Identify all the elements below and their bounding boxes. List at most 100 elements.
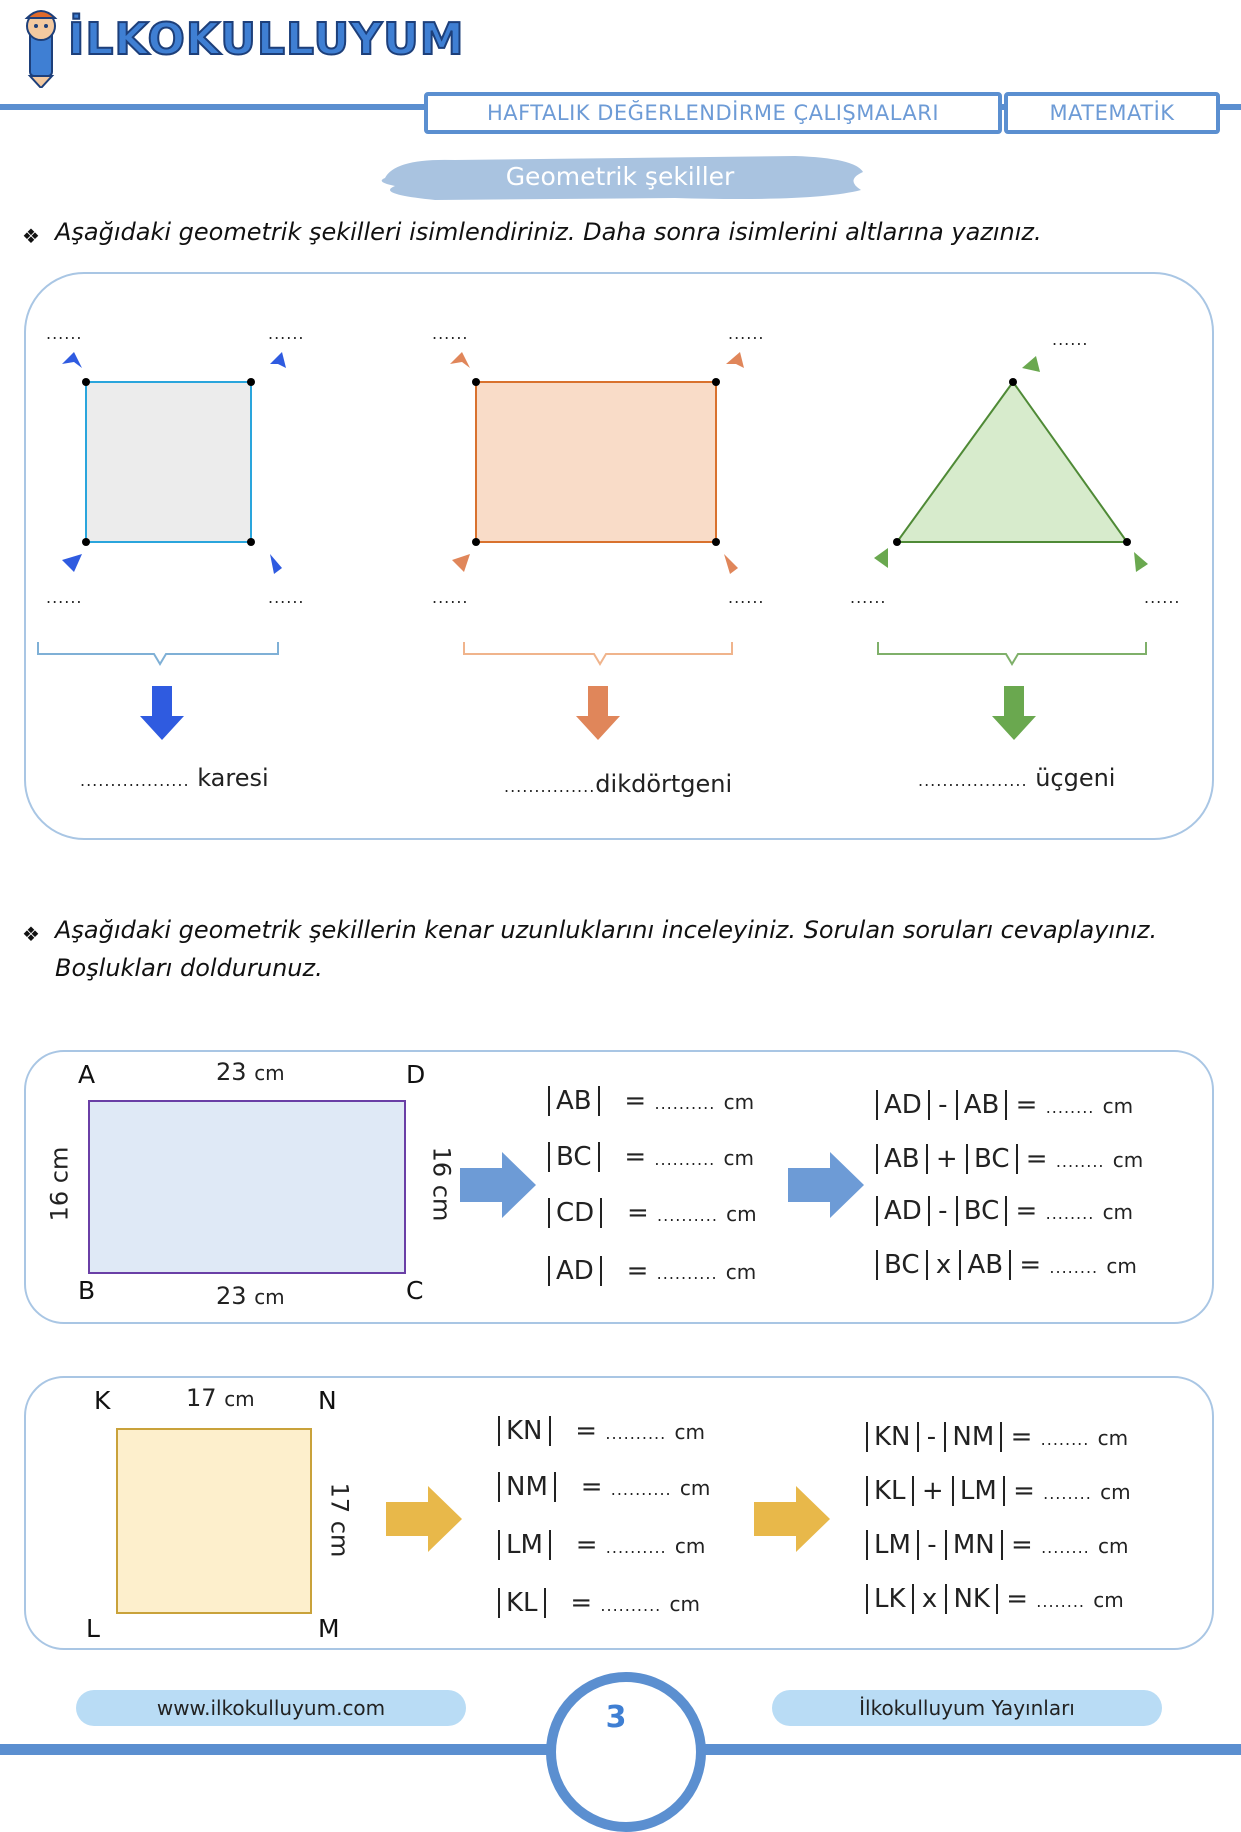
answer-blank[interactable]: ........ <box>1043 1484 1092 1503</box>
rectangle-panel <box>24 1050 1214 1324</box>
eq-row: CD = .......... cm <box>548 1198 757 1228</box>
triangle-vertex-blank[interactable]: ...... <box>1144 588 1181 607</box>
rectangle-answer-blank[interactable]: ............... <box>504 777 596 796</box>
topic-brush-banner <box>381 156 863 200</box>
square-answer-suffix: karesi <box>197 764 269 792</box>
triangle-answer-blank[interactable]: .................. <box>918 771 1028 790</box>
eq-row: KN = .......... cm <box>498 1416 705 1446</box>
rectangle-vertex-blank[interactable]: ...... <box>728 588 765 607</box>
yellow-right-arrow-icon <box>386 1486 462 1552</box>
brand-logo: İLKOKULLUYUM <box>67 13 465 66</box>
section1-instruction: Aşağıdaki geometrik şekilleri isimlendir… <box>55 218 1042 246</box>
subject-label: MATEMATİK <box>1004 92 1220 134</box>
answer-blank[interactable]: ........ <box>1045 1098 1095 1117</box>
rectangle-corner-arrows <box>450 352 744 574</box>
vertex-d: D <box>406 1060 426 1089</box>
vertex-l: L <box>86 1614 100 1643</box>
rectangle-answer: ...............dikdörtgeni <box>504 770 732 798</box>
answer-blank[interactable]: .......... <box>600 1596 662 1615</box>
answer-blank[interactable]: .......... <box>610 1480 672 1499</box>
eq-row: AD - AB = ........ cm <box>876 1090 1133 1120</box>
section2-instruction-line2: Boşlukları doldurunuz. <box>55 954 323 982</box>
answer-blank[interactable]: .......... <box>654 1094 716 1113</box>
square-vertex-blank[interactable]: ...... <box>268 588 305 607</box>
answer-blank[interactable]: .......... <box>656 1264 718 1283</box>
pencil-mascot-icon <box>24 10 58 88</box>
orange-down-arrow <box>576 686 620 740</box>
vertex-k: K <box>94 1386 111 1415</box>
rectangle-vertex-blank[interactable]: ...... <box>432 324 469 343</box>
steel-right-arrow-icon <box>460 1152 536 1218</box>
rectangle-vertex-blank[interactable]: ...... <box>728 324 765 343</box>
square-top-length: 17 cm <box>186 1384 255 1412</box>
eq-row: AB + BC = ........ cm <box>876 1144 1143 1174</box>
rectangle-answer-suffix: dikdörtgeni <box>595 770 733 798</box>
website-link[interactable]: www.ilkokulluyum.com <box>76 1690 466 1726</box>
square-right-length: 17 cm <box>325 1482 354 1558</box>
eq-row: KL = .......... cm <box>498 1588 700 1618</box>
square-panel <box>24 1376 1214 1650</box>
rect-right-length: 16 cm <box>427 1146 456 1222</box>
rectangle-vertex-blank[interactable]: ...... <box>432 588 469 607</box>
rectangle-shape <box>475 381 717 543</box>
square-klmn <box>116 1428 312 1614</box>
eq-row: KN - NM = ........ cm <box>866 1422 1128 1452</box>
rectangle-abcd <box>88 1100 406 1274</box>
shapes-drawing <box>37 352 1148 740</box>
triangle-vertex-blank[interactable]: ...... <box>850 588 887 607</box>
eq-row: AB = .......... cm <box>548 1086 754 1116</box>
square-answer-blank[interactable]: .................. <box>80 771 190 790</box>
square-vertex-blank[interactable]: ...... <box>268 324 305 343</box>
triangle-corner-arrows <box>874 356 1148 572</box>
vertex-n: N <box>318 1386 337 1415</box>
answer-blank[interactable]: ........ <box>1045 1204 1095 1223</box>
vertex-b: B <box>78 1276 96 1305</box>
eq-row: LK x NK = ........ cm <box>866 1584 1124 1614</box>
vertex-a: A <box>78 1060 96 1089</box>
page-number: 3 <box>605 1700 627 1735</box>
answer-blank[interactable]: ........ <box>1049 1258 1099 1277</box>
triangle-brace <box>877 642 1147 666</box>
rect-left-length: 16 cm <box>45 1146 74 1222</box>
square-brace <box>37 642 279 666</box>
square-shape <box>85 381 252 543</box>
eq-row: LM = .......... cm <box>498 1530 705 1560</box>
answer-blank[interactable]: .......... <box>657 1206 718 1225</box>
answer-blank[interactable]: .......... <box>605 1538 667 1557</box>
worksheet-title: HAFTALIK DEĞERLENDİRME ÇALIŞMALARI <box>424 92 1002 134</box>
triangle-answer-suffix: üçgeni <box>1035 764 1116 792</box>
answer-blank[interactable]: ........ <box>1041 1538 1090 1557</box>
eq-row: NM = .......... cm <box>498 1472 710 1502</box>
page-number-badge <box>546 1672 706 1832</box>
answer-blank[interactable]: .......... <box>654 1150 716 1169</box>
blue-down-arrow <box>140 686 184 740</box>
publisher-label: İlkokulluyum Yayınları <box>772 1690 1162 1726</box>
section2-instruction-line1: Aşağıdaki geometrik şekillerin kenar uzu… <box>55 916 1158 944</box>
eq-row: LM - MN = ........ cm <box>866 1530 1129 1560</box>
square-vertex-blank[interactable]: ...... <box>46 588 83 607</box>
square-corner-arrows <box>62 352 286 574</box>
bullet-icon: ❖ <box>22 224 40 248</box>
bullet-icon: ❖ <box>22 922 40 946</box>
triangle-answer: .................. üçgeni <box>918 764 1115 792</box>
green-down-arrow <box>992 686 1036 740</box>
square-answer: .................. karesi <box>80 764 269 792</box>
answer-blank[interactable]: .......... <box>605 1424 667 1443</box>
answer-blank[interactable]: ........ <box>1055 1152 1105 1171</box>
answer-blank[interactable]: ........ <box>1040 1430 1090 1449</box>
square-vertex-blank[interactable]: ...... <box>46 324 83 343</box>
eq-row: AD = .......... cm <box>548 1256 756 1286</box>
eq-row: BC = .......... cm <box>548 1142 754 1172</box>
yellow-right-arrow-icon <box>754 1486 830 1552</box>
rectangle-brace <box>463 642 733 666</box>
eq-row: AD - BC = ........ cm <box>876 1196 1133 1226</box>
vertex-m: M <box>318 1614 340 1643</box>
triangle-shape <box>895 380 1129 543</box>
shapes-panel <box>24 272 1214 840</box>
triangle-vertex-blank[interactable]: ...... <box>1052 330 1089 349</box>
answer-blank[interactable]: ........ <box>1036 1592 1085 1611</box>
vertex-c: C <box>406 1276 424 1305</box>
rect-bottom-length: 23 cm <box>216 1282 285 1310</box>
eq-row: BC x AB = ........ cm <box>876 1250 1137 1280</box>
eq-row: KL + LM = ........ cm <box>866 1476 1131 1506</box>
